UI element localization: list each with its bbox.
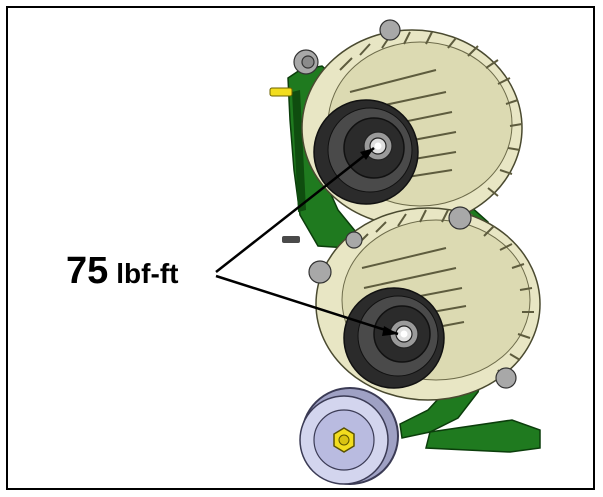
- lower-alternator: [282, 206, 541, 401]
- idler-pulley: [299, 387, 399, 485]
- figure-frame: [6, 6, 595, 490]
- bracket-lower-bolt: [495, 367, 517, 389]
- lower-stud: [282, 236, 300, 243]
- leader-lines: [215, 147, 399, 336]
- upper-top-bolt: [379, 19, 401, 41]
- torque-unit: lbf-ft: [116, 258, 179, 289]
- leader-line-lower: [215, 274, 399, 336]
- lower-alternator-pulley: [343, 287, 445, 389]
- bracket-upper-bolt: [448, 206, 472, 230]
- arrowhead-upper: [360, 148, 374, 160]
- upper-alternator: [269, 19, 523, 227]
- leader-line-upper: [215, 147, 375, 273]
- arrowhead-lower: [382, 326, 398, 336]
- upper-stud: [269, 87, 293, 97]
- lower-left-bolt: [308, 260, 332, 284]
- bracket-mid-bolt: [345, 231, 363, 249]
- torque-value: 75: [66, 250, 109, 292]
